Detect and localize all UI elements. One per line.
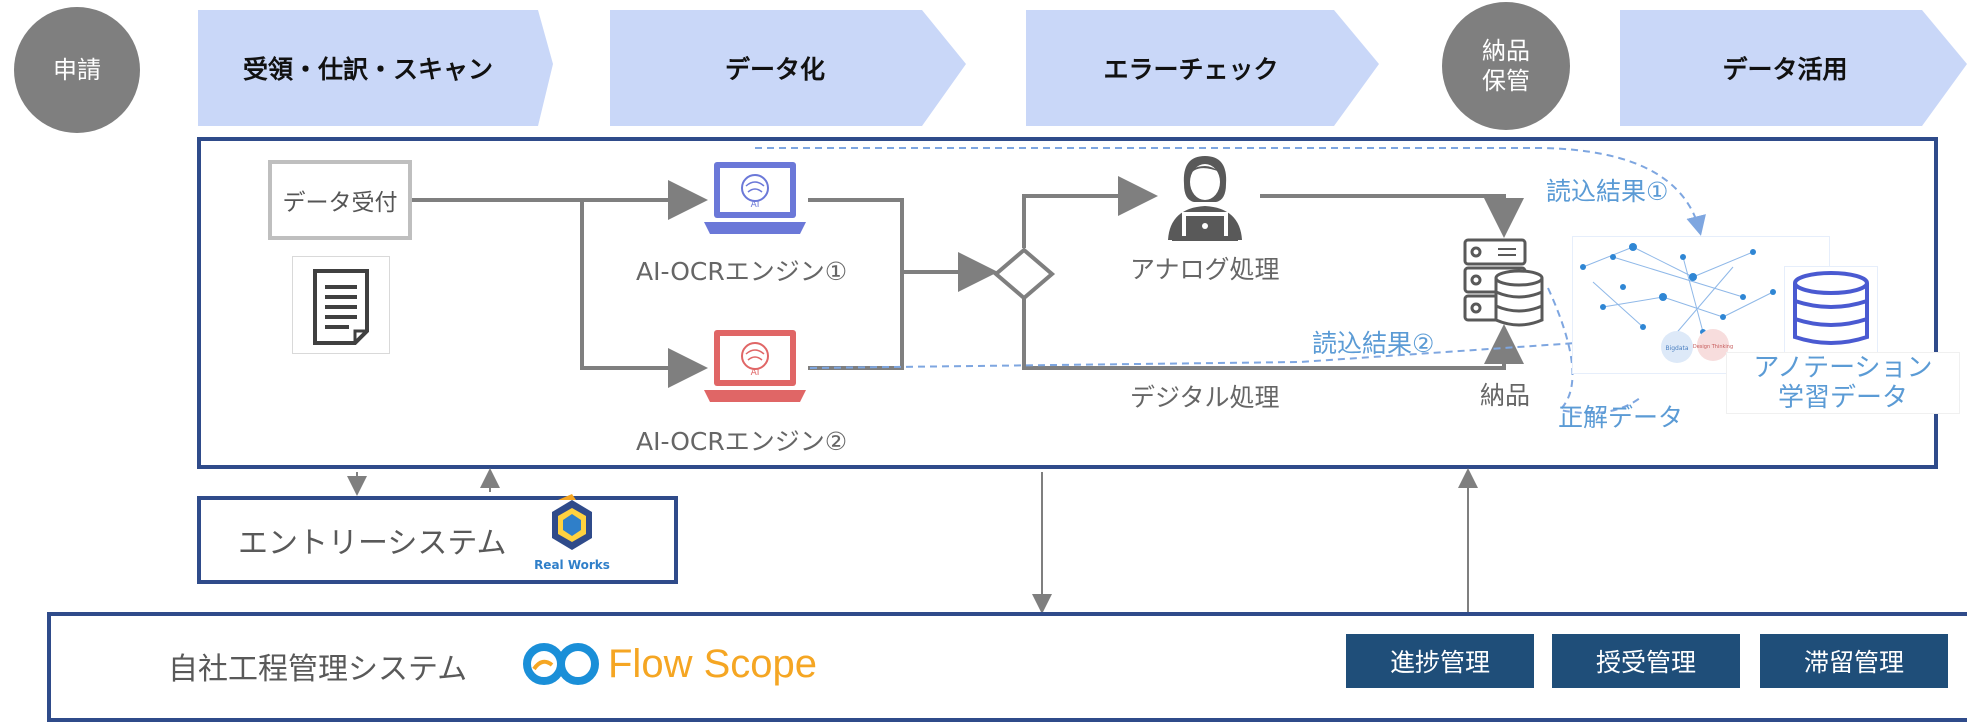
analog-processing-label: アナログ処理 <box>1130 255 1280 284</box>
bigdata-gear-text: Bigdata <box>1665 345 1688 352</box>
correct-data-label: 正解データ <box>1558 403 1684 432</box>
flow-scope-logo-text: Flow Scope <box>608 641 817 686</box>
entry-system-frame <box>197 496 678 584</box>
chevron-datafy <box>610 10 966 126</box>
stagnation-management-button[interactable]: 滞留管理 <box>1760 634 1948 688</box>
stage-datafy-label: データ化 <box>724 55 825 84</box>
flow-scope-logo-icon <box>523 643 599 685</box>
data-reception-label: データ受付 <box>282 190 398 216</box>
real-works-logo: Real Works <box>532 494 612 576</box>
flow-scope-logo: Flow Scope <box>522 636 822 692</box>
chevron-receive <box>198 10 553 126</box>
ocr-engine-1-label: AI-OCRエンジン① <box>636 257 848 286</box>
learning-database-icon <box>1784 266 1878 354</box>
annotation-line-2: 学習データ <box>1777 383 1908 413</box>
entry-system-label: エントリーシステム <box>238 526 507 561</box>
data-reception-box: データ受付 <box>268 160 412 240</box>
process-system-label: 自社工程管理システム <box>168 652 468 687</box>
stage-error-check-label: エラーチェック <box>1103 55 1279 84</box>
operator-icon <box>1160 150 1250 242</box>
stage-receive-label: 受領・仕訳・スキャン <box>242 55 493 84</box>
digital-processing-label: デジタル処理 <box>1130 383 1280 412</box>
ocr-engine-1-laptop-icon: AI <box>700 160 810 240</box>
ocr-engine-2-laptop-icon: AI <box>700 328 810 408</box>
annotation-label: アノテーション 学習データ <box>1726 352 1960 414</box>
design-thinking-gear-text: Design Thinking <box>1693 344 1733 350</box>
stage-storage-label: 保管 <box>1482 67 1530 95</box>
read-result-2-label: 読込結果② <box>1312 329 1435 358</box>
handover-management-button[interactable]: 授受管理 <box>1552 634 1740 688</box>
chevron-error-check <box>1026 10 1379 126</box>
real-works-logo-text: Real Works <box>534 558 610 572</box>
stage-data-use-label: データ活用 <box>1722 55 1848 84</box>
ocr-engine-2-label: AI-OCRエンジン② <box>636 427 848 456</box>
delivery-label: 納品 <box>1480 381 1531 410</box>
decision-diamond <box>992 247 1056 301</box>
ocr-engine-1-ai-text: AI <box>751 200 760 210</box>
ocr-engine-2-ai-text: AI <box>751 368 760 378</box>
annotation-line-1: アノテーション <box>1753 353 1933 383</box>
stage-chevrons <box>198 10 1967 126</box>
stage-delivery-label: 納品 <box>1482 37 1530 65</box>
document-icon <box>292 256 390 354</box>
stage-apply-label: 申請 <box>53 56 101 84</box>
server-database-icon <box>1462 236 1548 328</box>
progress-management-button[interactable]: 進捗管理 <box>1346 634 1534 688</box>
read-result-1-label: 読込結果① <box>1546 177 1669 206</box>
chevron-data-use <box>1620 10 1967 126</box>
stage-apply-circle: 申請 <box>14 7 140 133</box>
stage-delivery-storage-circle: 納品 保管 <box>1442 2 1570 130</box>
